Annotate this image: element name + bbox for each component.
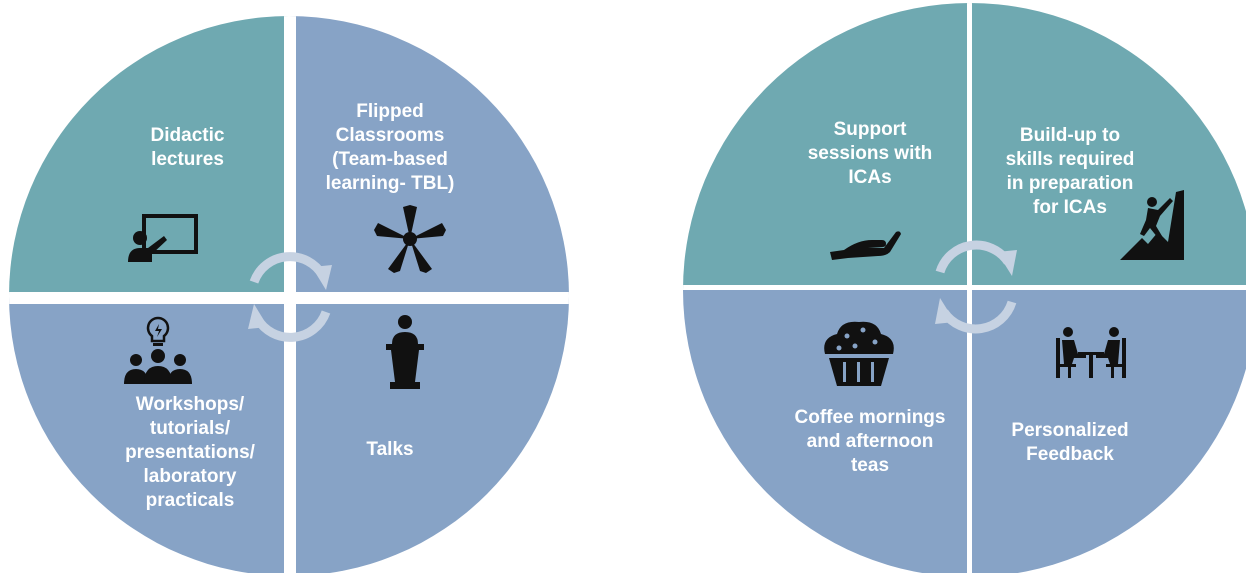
left-quadrant-bottom-right (289, 296, 569, 573)
presentation-board-icon (128, 214, 198, 262)
right-wheel (683, 3, 1246, 573)
left-divider-vertical (284, 16, 296, 573)
left-wheel (9, 16, 569, 573)
meeting-table-icon (1056, 327, 1126, 378)
right-refresh-cycle-icon (935, 240, 1017, 334)
label-support-sessions: Support sessions with ICAs (807, 119, 933, 188)
label-coffee-mornings: Coffee mornings and afternoon teas (794, 407, 946, 476)
team-hands-icon (374, 205, 446, 273)
left-divider-horizontal (9, 292, 569, 304)
muffin-icon (824, 321, 894, 386)
left-refresh-cycle-icon (248, 252, 332, 342)
climber-icon (1120, 190, 1184, 260)
label-build-up-skills: Build-up to skills required in preparati… (1005, 125, 1135, 218)
label-personalized-feedback: Personalized Feedback (1011, 420, 1129, 465)
right-divider-horizontal (683, 285, 1246, 290)
label-talks: Talks (366, 439, 414, 460)
label-flipped-classrooms: Flipped Classrooms (Team-based learning-… (325, 101, 455, 194)
label-didactic-lectures: Didactic lectures (150, 125, 225, 170)
helping-hand-icon (830, 231, 901, 260)
label-workshops: Workshops/ tutorials/ presentations/ lab… (125, 394, 255, 511)
speaker-podium-icon (386, 315, 424, 389)
group-idea-icon (124, 316, 192, 384)
